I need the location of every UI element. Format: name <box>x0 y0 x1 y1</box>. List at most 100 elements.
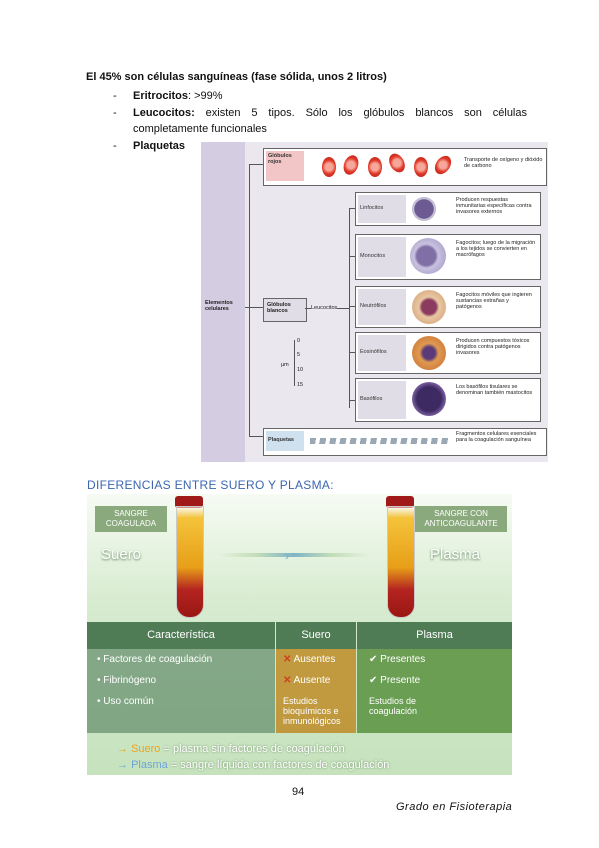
row-feature: • Fibrinógeno <box>97 675 157 686</box>
root-connector <box>245 307 263 308</box>
transform-arrow <box>219 553 369 557</box>
cell-description: Fagocitos móviles que ingieren sustancia… <box>456 292 532 310</box>
rbc-label: Glóbulos rojos <box>266 151 304 181</box>
cell-connector <box>349 306 355 307</box>
wbc-connector-right <box>337 308 349 309</box>
legend-plasma-def: = sangre líquida con factores de coagula… <box>167 759 390 771</box>
arrow-chevron-icon: › <box>285 547 290 563</box>
arrow-icon: → <box>117 743 128 755</box>
scale-unit: µm <box>281 362 289 368</box>
bullet-leucocitos-value: existen 5 tipos. Sólo los glóbulos blanc… <box>133 107 527 135</box>
cell-row-eosinofilos: Eosinófilos Producen compuestos tóxicos … <box>355 332 541 374</box>
rbc-connector <box>249 164 263 165</box>
row-feature: • Factores de coagulación <box>97 654 213 665</box>
legend-plasma: → Plasma = sangre líquida con factores d… <box>117 759 389 771</box>
scale-tick-0: 0 <box>297 338 301 344</box>
rbc-description: Transporte de oxígeno y dióxido de carbo… <box>464 157 543 169</box>
row-feature: • Uso común <box>97 696 154 707</box>
cell-name: Basófilos <box>358 381 406 419</box>
red-blood-cell <box>322 157 336 177</box>
cell-name: Eosinófilos <box>358 335 406 371</box>
row-suero-value: ✕ Ausentes <box>283 654 335 665</box>
footer-text: Grado en Fisioterapia <box>396 801 513 813</box>
x-icon: ✕ <box>283 675 292 686</box>
test-tube-left <box>176 506 204 618</box>
legend-suero-def: = plasma sin factores de coagulación <box>160 743 345 755</box>
suero-title: Suero <box>101 546 142 563</box>
row-suero-value: Estudios bioquímicos e inmunológicos <box>283 696 341 726</box>
tube-cap-right <box>386 496 414 508</box>
cell-row-monocitos: Monocitos Fagocitos; luego de la migraci… <box>355 234 541 280</box>
header-plasma: Plasma <box>357 622 512 649</box>
cell-description: Producen respuestas inmunitarias específ… <box>456 197 532 215</box>
scale-tick-15: 15 <box>297 382 304 388</box>
red-blood-cell <box>341 153 361 177</box>
scale-bar <box>294 340 295 386</box>
cell-description: Los basófilos tisulares se denominan tam… <box>456 384 533 396</box>
cell-connector <box>349 400 355 401</box>
bullet-eritrocitos-label: Eritrocitos <box>133 90 189 102</box>
bullet-eritrocitos-value: : >99% <box>188 90 223 102</box>
plasma-column <box>357 649 512 733</box>
row-suero-value: ✕ Ausente <box>283 675 330 686</box>
red-blood-cell <box>368 157 382 177</box>
section-title: DIFERENCIAS ENTRE SUERO Y PLASMA: <box>87 478 334 492</box>
cell-row-neutrofilos: Neutrófilos Fagocitos móviles que ingier… <box>355 286 541 328</box>
bullet-leucocitos: - Leucocitos: existen 5 tipos. Sólo los … <box>113 107 527 135</box>
row-plasma-value: ✔ Presentes <box>369 654 425 665</box>
check-icon: ✔ <box>369 675 378 686</box>
platelets-description: Fragmentos celulares esenciales para la … <box>456 431 537 443</box>
wbc-connector-left <box>305 308 311 309</box>
platelets-image <box>310 438 450 444</box>
feature-column <box>87 649 275 733</box>
right-badge: SANGRE CON ANTICOAGULANTE <box>415 506 507 532</box>
cell-row-basofilos: Basófilos Los basófilos tisulares se den… <box>355 378 541 422</box>
legend-suero-term: Suero <box>131 743 161 755</box>
cell-row-linfocitos: Linfocitos Producen respuestas inmunitar… <box>355 192 541 226</box>
suero-column <box>276 649 356 733</box>
suero-value: Ausentes <box>293 654 336 665</box>
cell-name: Monocitos <box>358 237 406 277</box>
row-plasma-value: ✔ Presente <box>369 675 420 686</box>
diagram-root-label: Elementos celulares <box>205 300 233 312</box>
monocyte-image <box>410 238 446 274</box>
check-icon: ✔ <box>369 654 378 665</box>
page-number: 94 <box>292 786 305 798</box>
neutrophil-image <box>412 290 446 324</box>
header-suero: Suero <box>276 622 356 649</box>
basophil-image <box>412 382 446 416</box>
legend-plasma-term: Plasma <box>131 759 168 771</box>
eosinophil-image <box>412 336 446 370</box>
wbc-sublabel: Leucocitos <box>311 305 338 311</box>
row-plasma-value: Estudios de coagulación <box>369 696 418 716</box>
platelets-box: Plaquetas Fragmentos celulares esenciale… <box>263 428 547 456</box>
cell-connector <box>349 352 355 353</box>
wbc-label: Glóbulos blancos <box>267 302 291 314</box>
platelets-label: Plaquetas <box>266 431 304 451</box>
left-badge: SANGRE COAGULADA <box>95 506 167 532</box>
cell-connector <box>349 256 355 257</box>
diagram-left-column <box>201 142 245 462</box>
platelet-connector <box>249 436 263 437</box>
bullet-leucocitos-label: Leucocitos: <box>133 107 195 119</box>
red-blood-cell <box>431 152 455 178</box>
plasma-value: Presente <box>380 675 421 686</box>
intro-line: El 45% son células sanguíneas (fase sóli… <box>86 71 387 83</box>
plasma-value: Presentes <box>380 654 426 665</box>
suero-plasma-panel: SANGRE COAGULADA SANGRE CON ANTICOAGULAN… <box>87 494 512 775</box>
red-blood-cell <box>385 150 409 176</box>
blood-cells-diagram: Elementos celulares Glóbulos rojos Trans… <box>201 142 548 462</box>
scale-tick-10: 10 <box>297 367 304 373</box>
cell-name: Neutrófilos <box>358 289 406 325</box>
bullet-plaquetas-label: Plaquetas <box>133 140 185 152</box>
arrow-icon: → <box>117 759 128 771</box>
header-caracteristica: Característica <box>87 622 275 649</box>
cell-connector <box>349 208 355 209</box>
lymphocyte-image <box>412 197 436 221</box>
suero-value: Ausente <box>293 675 331 686</box>
cell-description: Fagocitos; luego de la migración a los t… <box>456 240 536 258</box>
wbc-box: Glóbulos blancos <box>263 298 307 322</box>
red-blood-cell <box>414 157 428 177</box>
rbc-box: Glóbulos rojos Transporte de oxígeno y d… <box>263 148 547 186</box>
cell-name: Linfocitos <box>358 195 406 223</box>
